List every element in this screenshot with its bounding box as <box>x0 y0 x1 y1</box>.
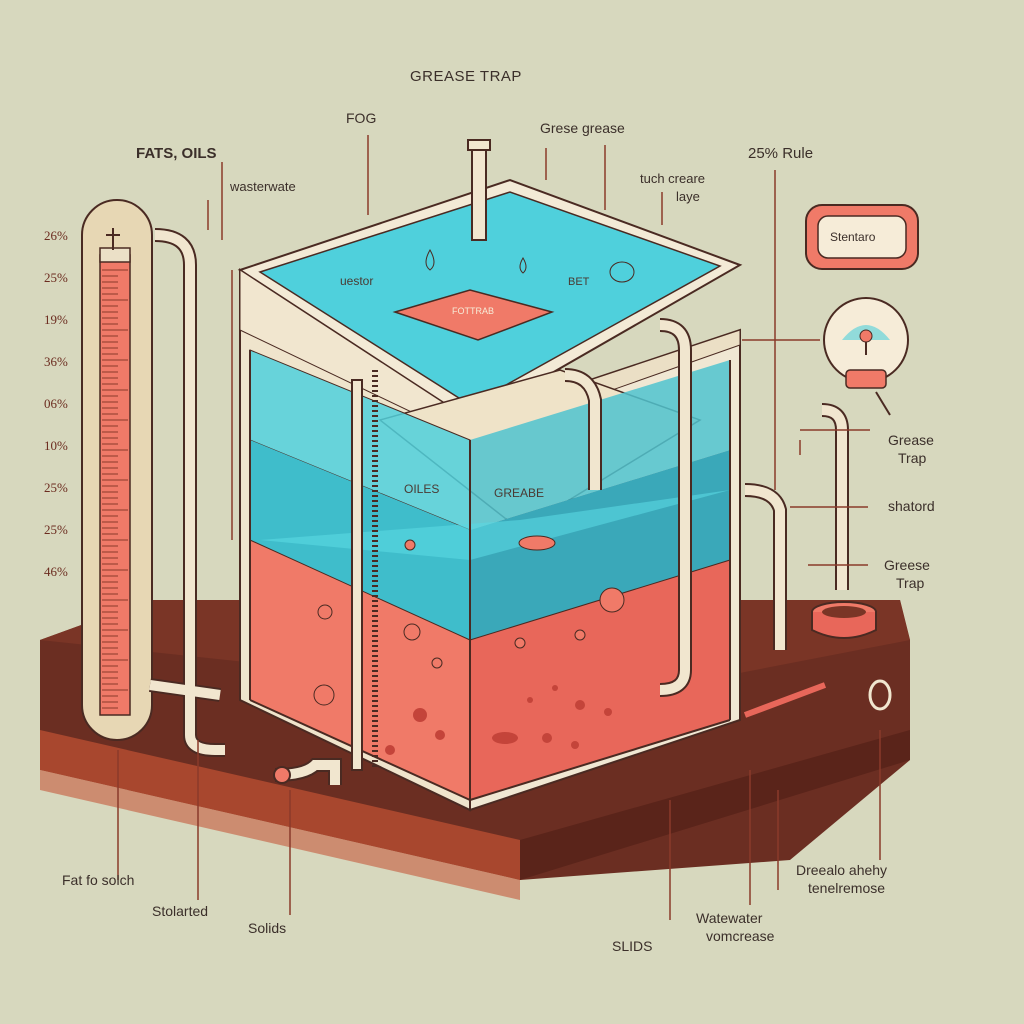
label-25-rule: 25% Rule <box>748 145 814 162</box>
gauge-tick-label: 06% <box>44 396 68 411</box>
label-grease-grease: Grese grease <box>540 120 625 136</box>
outlet-red-pipe <box>743 682 827 718</box>
water-droplets <box>425 248 635 283</box>
label-fat-solch: Fat fo solch <box>62 872 135 888</box>
gauge-tick-label: 10% <box>44 438 68 453</box>
label-fats-oils: FATS, OILS <box>136 145 217 162</box>
label-shatord: shatord <box>888 498 935 514</box>
label-trap-1: Trap <box>898 450 927 466</box>
label-grease-trap-2: Greese <box>884 557 930 573</box>
level-gauge <box>81 199 153 741</box>
label-fog: FOG <box>346 110 377 126</box>
grease-bubbles <box>313 535 625 706</box>
page-title: GREASE TRAP <box>410 68 522 85</box>
label-tuch-creare: tuch creare <box>640 171 706 186</box>
leader-lines <box>117 135 881 920</box>
valve-icon <box>273 766 291 784</box>
label-tenelremose: tenelremose <box>808 880 886 896</box>
inlet-pipe <box>467 139 491 241</box>
label-watewater: Watewater <box>696 910 763 926</box>
baffle-pipe <box>351 370 378 771</box>
gauge-tick-label: 36% <box>44 354 68 369</box>
label-standard: Stentaro <box>830 230 876 244</box>
grease-bowl-icon <box>811 601 877 639</box>
pressure-gauge-icon <box>823 297 909 416</box>
standard-box <box>805 204 919 270</box>
label-vomcrease: vomcrease <box>706 928 775 944</box>
gauge-tick-label: 25% <box>44 522 68 537</box>
tank-label-uestor: uestor <box>340 274 374 288</box>
tank-body <box>237 178 743 812</box>
gauge-tick-label: 25% <box>44 270 68 285</box>
label-trap-2: Trap <box>896 575 925 591</box>
gauge-tick-label: 46% <box>44 564 68 579</box>
label-solids: Solids <box>248 920 287 936</box>
label-wastewater: wasterwate <box>230 179 296 194</box>
label-dreealo: Dreealo ahehy <box>796 862 888 878</box>
label-slids: SLIDS <box>612 938 653 954</box>
tank-label-bet: BET <box>568 276 590 288</box>
tank-label-oiles: OILES <box>404 482 440 496</box>
gauge-tick-label: 25% <box>44 480 68 495</box>
oil-bubbles <box>385 685 612 755</box>
tank-label-grease: GREABE <box>494 486 545 500</box>
label-grease-trap-1: Grease <box>888 432 934 448</box>
gauge-tick-label: 19% <box>44 312 68 327</box>
tank-label-fottrab: FOTTRAB <box>452 306 494 316</box>
label-stolarted: Stolarted <box>152 903 209 919</box>
gauge-tick-label: 26% <box>44 228 68 243</box>
drain-hole-icon <box>868 679 892 711</box>
label-laye: laye <box>676 189 700 204</box>
